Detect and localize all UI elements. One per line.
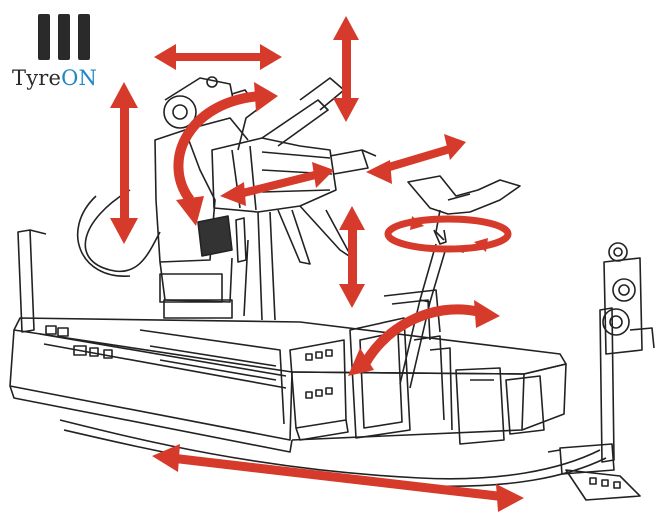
control-pole [547,242,655,501]
arrow-center-diagonal [220,162,334,206]
logo-text-on: ON [61,66,98,90]
mounting-head [211,77,377,321]
rotation-arrows [173,91,512,373]
arrow-bottom-long [152,444,524,512]
arrow-head-rotation [173,91,263,203]
arrow-tool-diagonal [366,134,466,184]
arrow-middle-vertical [339,206,365,308]
arrow-carriage-swing [357,304,482,373]
machine-base [9,229,607,488]
logo-wordmark: TyreON [12,66,97,90]
arrow-top-vertical [333,16,359,122]
arrow-top-horizontal [154,44,282,70]
logo-text-tyre: Tyre [12,66,62,90]
tyreon-logo: TyreON [8,12,118,102]
three-bars-icon [38,14,94,62]
horn-tool-arm [399,175,521,389]
arrow-left-vertical [110,82,138,244]
motion-arrows [110,16,524,512]
arrow-tool-rotation [384,215,512,253]
